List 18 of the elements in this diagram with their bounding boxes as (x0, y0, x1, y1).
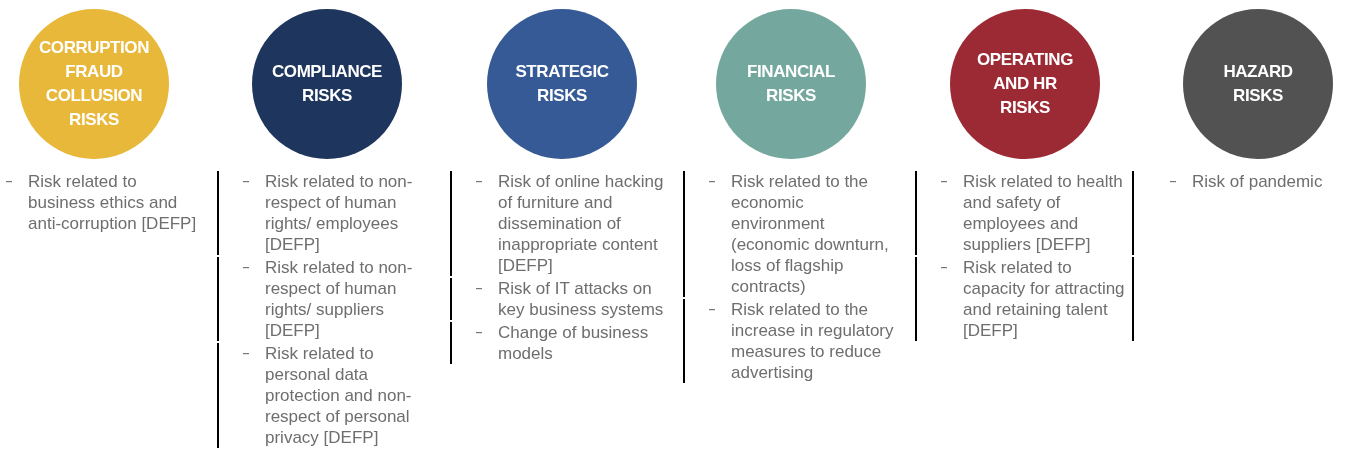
category-title: CORRUPTION FRAUD COLLUSION RISKS (38, 37, 150, 131)
risk-description: Change of business models (498, 322, 650, 364)
risk-description: Risk related to the increase in regulatory measures to reduce advertising (731, 299, 895, 383)
category-title: OPERATING AND HR RISKS (977, 49, 1073, 119)
risk-description: Risk related to business ethics and anti-corruption [DEFP] (28, 171, 198, 234)
risk-description: Risk related to non-respect of human rights/ employees [DEFP] (265, 171, 414, 255)
category-title: COMPLIANCE RISKS (271, 61, 383, 107)
risk-description: Risk of online hacking of furniture and dissemination of inappropriate content [DEFP] (498, 171, 665, 276)
risk-description: Risk related to health and safety of employees and suppliers [DEFP] (963, 171, 1124, 255)
risk-description: Risk related to non-respect of human rights/ suppliers [DEFP] (265, 257, 414, 341)
category-title: HAZARD RISKS (1222, 61, 1294, 107)
risk-description: Risk of pandemic (1192, 171, 1324, 192)
category-title: FINANCIAL RISKS (746, 61, 836, 107)
risk-description: Risk related to personal data protection and non-respect of personal privacy [DEFP] (265, 343, 413, 448)
risk-description: Risk related to the economic environment (economic downturn, loss of flagship contracts) (731, 171, 890, 297)
risk-description: Risk of IT attacks on key business systems (498, 278, 665, 320)
risk-description: Risk related to capacity for attracting and retaining talent [DEFP] (963, 257, 1126, 341)
category-title: STRATEGIC RISKS (514, 61, 610, 107)
